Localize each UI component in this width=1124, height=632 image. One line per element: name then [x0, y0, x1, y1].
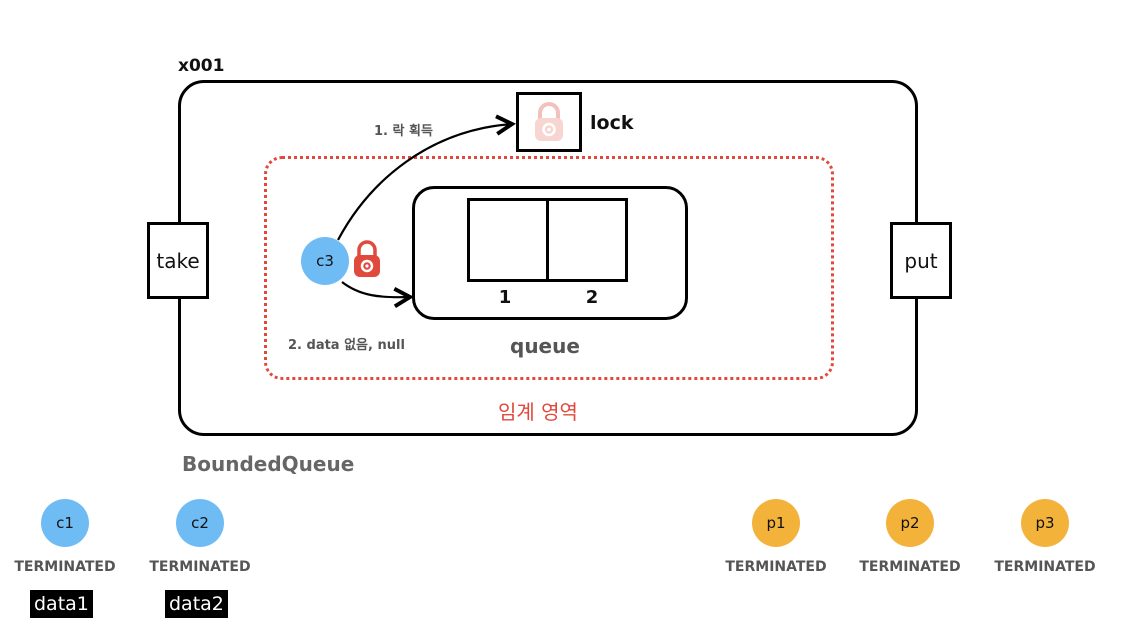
thread-state: TERMINATED [149, 559, 251, 575]
thread-c1: c1 [41, 499, 89, 547]
thread-p1: p1 [752, 499, 800, 547]
put-port-label: put [904, 248, 938, 273]
lock-box [516, 92, 582, 152]
thread-c2: c2 [176, 499, 224, 547]
critical-section-label: 임계 영역 [498, 400, 578, 424]
queue-slot-number: 1 [498, 287, 512, 308]
step-no-data-label: 2. data 없음, null [288, 338, 405, 353]
thread-label: p2 [900, 514, 920, 532]
take-port-label: take [156, 248, 200, 273]
thread-label: c3 [316, 252, 334, 270]
thread-state: TERMINATED [859, 559, 961, 575]
queue-check-arrow [341, 281, 414, 308]
thread-state: TERMINATED [994, 559, 1096, 575]
thread-label: c2 [191, 514, 209, 532]
critical-section-region [264, 156, 834, 380]
acquire-lock-arrow [337, 114, 516, 241]
thread-state: TERMINATED [725, 559, 827, 575]
thread-p3: p3 [1021, 499, 1069, 547]
object-id-label: x001 [178, 56, 225, 76]
thread-c3: c3 [301, 237, 349, 285]
consumed-data-badge: data1 [30, 590, 93, 618]
step-acquire-lock-label: 1. 락 획득 [374, 124, 433, 139]
queue-label: queue [510, 334, 580, 358]
queue-slot [467, 198, 549, 282]
lock-label: lock [590, 112, 634, 134]
queue-slot-number: 2 [585, 287, 599, 308]
consumed-data-badge: data2 [165, 590, 228, 618]
bounded-queue-label: BoundedQueue [182, 452, 355, 476]
thread-label: p3 [1035, 514, 1055, 532]
take-port: take [147, 222, 209, 299]
thread-label: p1 [766, 514, 786, 532]
queue-box [412, 186, 688, 320]
thread-label: c1 [56, 514, 74, 532]
thread-state: TERMINATED [14, 559, 116, 575]
put-port: put [890, 222, 952, 299]
queue-slot [546, 198, 628, 282]
padlock-icon [354, 240, 380, 277]
thread-p2: p2 [886, 499, 934, 547]
padlock-icon [535, 102, 563, 141]
